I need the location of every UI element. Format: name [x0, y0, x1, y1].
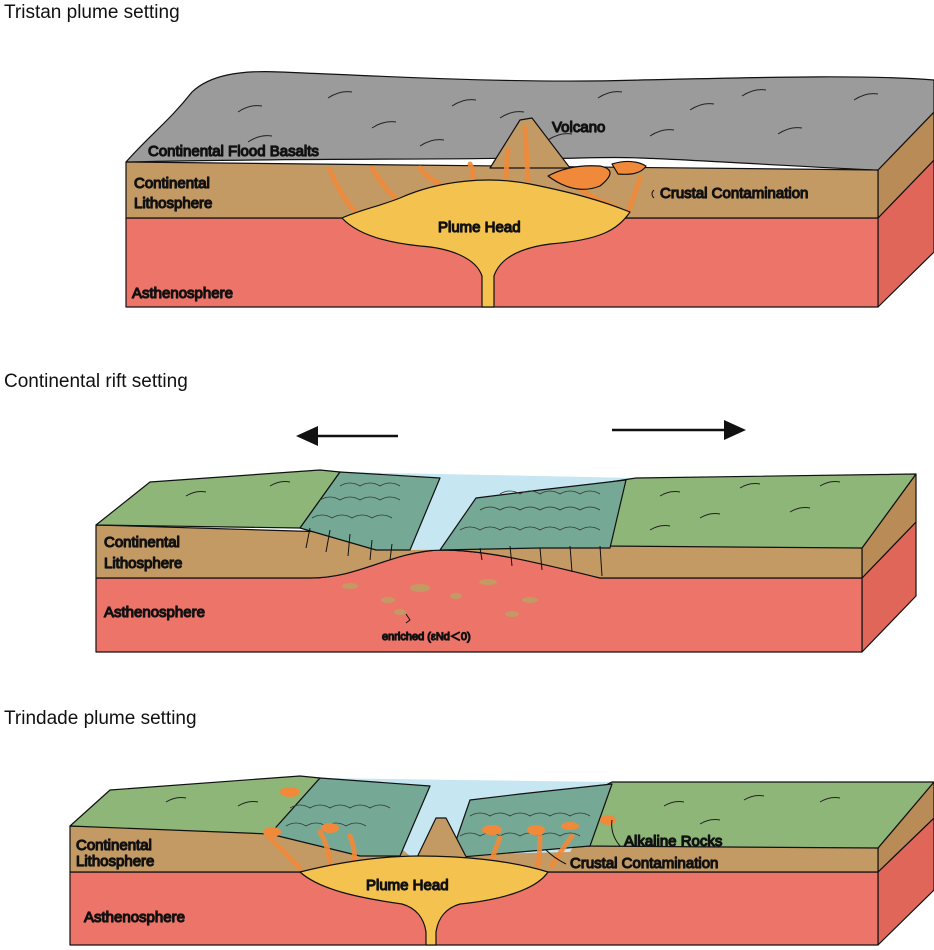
label-alkaline-rocks: Alkaline Rocks: [624, 833, 722, 850]
left-rift-blocks: [269, 777, 431, 857]
panel-title-continental-rift: Continental rift setting: [4, 371, 188, 392]
label-enriched: enriched (εNd＜0): [382, 631, 471, 643]
surface-texture: [165, 795, 841, 825]
label-volcano: Volcano: [552, 119, 605, 136]
extension-arrows: [296, 420, 746, 446]
panel-title-trindade: Trindade plume setting: [4, 708, 197, 729]
rift-block-diagram: Continental Lithosphere Asthenosphere en…: [95, 420, 917, 653]
fault-lines: [305, 527, 603, 577]
label-crustal-contamination: Crustal Contamination: [570, 855, 718, 872]
trindade-block-diagram: Continental Lithosphere Alkaline Rocks C…: [69, 775, 934, 946]
left-green-surface: [95, 469, 341, 529]
label-crustal-contamination: Crustal Contamination: [660, 185, 808, 202]
tristan-block-diagram: Continental Flood Basalts Volcano Contin…: [125, 71, 934, 308]
contamination-arrow: [545, 849, 567, 865]
left-green-surface: [69, 775, 321, 835]
basalt-texture: [237, 89, 879, 147]
label-asthenosphere: Asthenosphere: [132, 285, 233, 302]
label-plume-head: Plume Head: [438, 219, 521, 236]
arrow-left-head: [296, 426, 318, 446]
alkaline-rock-patches: [263, 787, 616, 837]
label-continental: Continental: [76, 837, 152, 854]
label-asthenosphere: Asthenosphere: [84, 909, 185, 926]
magma-sill: [547, 165, 611, 190]
label-lithosphere: Lithosphere: [104, 555, 182, 572]
plume-head: [341, 179, 631, 308]
plume-head: [299, 855, 549, 946]
alkaline-arrow: [611, 819, 621, 847]
label-continental-flood-basalts: Continental Flood Basalts: [148, 143, 319, 160]
right-green-surface: [599, 473, 917, 549]
enriched-blobs: [342, 579, 538, 617]
contamination-arrow: [651, 189, 655, 199]
arrow-right-head: [724, 420, 746, 440]
label-lithosphere: Lithosphere: [134, 195, 212, 212]
label-plume-head: Plume Head: [366, 877, 449, 894]
label-continental: Continental: [134, 175, 210, 192]
surface-texture: [185, 481, 841, 531]
magma-blob: [611, 160, 647, 175]
label-lithosphere: Lithosphere: [76, 853, 154, 870]
panel-title-tristan: Tristan plume setting: [4, 2, 180, 23]
block-texture: [311, 482, 601, 531]
left-rift-blocks: [299, 471, 441, 551]
label-continental: Continental: [104, 534, 180, 551]
label-asthenosphere: Asthenosphere: [104, 604, 205, 621]
enriched-arrow: [405, 613, 411, 624]
